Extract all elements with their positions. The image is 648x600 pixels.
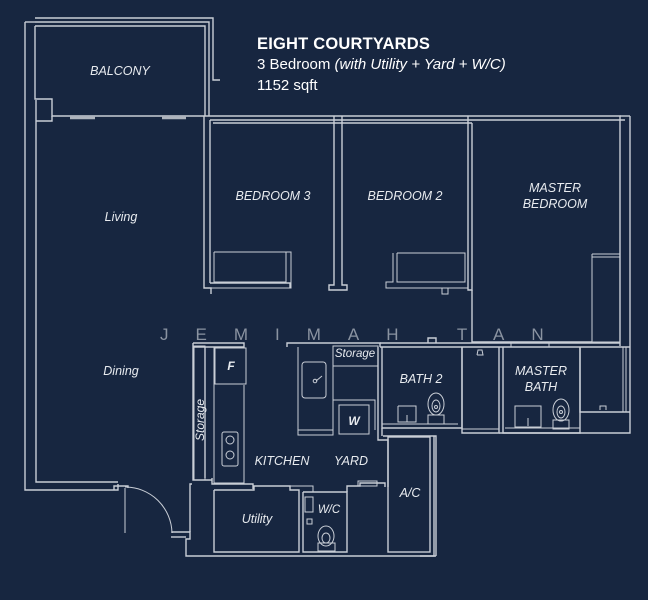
room-label-bedroom-3: BEDROOM 3 <box>235 189 311 203</box>
room-label-master-bath: MASTER BATH <box>515 363 567 395</box>
utility-walls <box>113 478 436 557</box>
watermark: JEMIMAH TAN <box>160 325 571 344</box>
fridge-label: F <box>227 359 235 373</box>
project-title: EIGHT COURTYARDS <box>257 35 431 53</box>
living-walls <box>203 116 212 294</box>
outer-walls <box>24 17 220 491</box>
room-label-master-bedroom: MASTER BEDROOM <box>523 180 588 212</box>
room-label-living: Living <box>104 210 138 224</box>
master-bedroom-line-2: BEDROOM <box>522 197 588 211</box>
kitchen-walls <box>192 342 437 557</box>
room-label-wc: W/C <box>317 504 341 516</box>
room-label-bath-2: BATH 2 <box>399 372 443 386</box>
room-label-utility: Utility <box>241 512 273 526</box>
room-label-yard: YARD <box>333 454 369 468</box>
bath-walls <box>380 337 631 434</box>
room-label-storage-side: Storage <box>193 398 207 442</box>
unit-area: 1152 sqft <box>257 77 318 94</box>
master-bath-line-2: BATH <box>524 380 558 394</box>
master-bedroom-line-1: MASTER <box>528 181 582 195</box>
washer-label: W <box>348 414 360 428</box>
unit-extras: (with Utility + Yard + W/C) <box>334 56 506 73</box>
unit-type: 3 Bedroom (with Utility + Yard + W/C) <box>257 54 506 75</box>
room-label-kitchen: KITCHEN <box>254 454 310 468</box>
room-label-ac: A/C <box>399 486 421 500</box>
room-label-bedroom-2: BEDROOM 2 <box>367 189 443 203</box>
plan-header: EIGHT COURTYARDS 3 Bedroom (with Utility… <box>257 34 506 96</box>
room-label-balcony: BALCONY <box>90 64 150 78</box>
room-label-dining: Dining <box>103 364 139 378</box>
master-bath-line-1: MASTER <box>514 364 568 378</box>
bedroom-walls <box>205 115 631 418</box>
unit-type-label: 3 Bedroom <box>257 56 331 73</box>
room-label-storage-top: Storage <box>334 348 376 360</box>
